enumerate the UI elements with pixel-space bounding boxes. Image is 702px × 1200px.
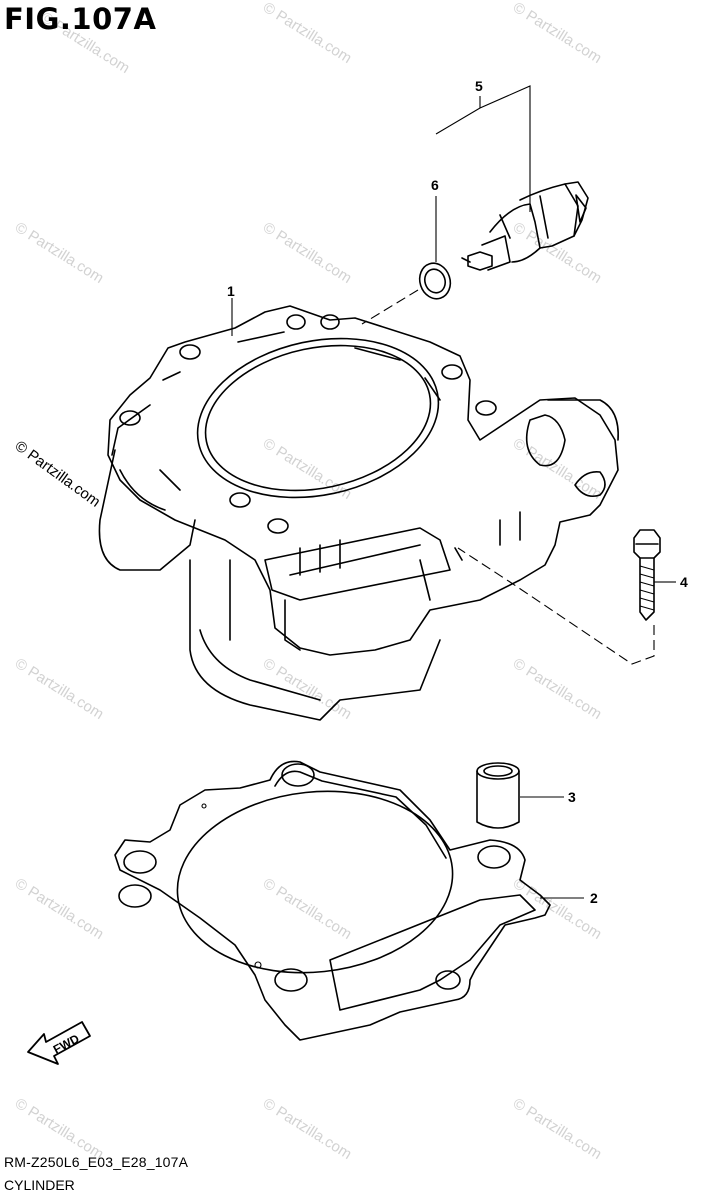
watermark-text: © Partzilla.com xyxy=(260,435,355,503)
callout-1: 1 xyxy=(227,283,235,299)
cylinder-gasket-part xyxy=(114,760,551,1041)
callout-2: 2 xyxy=(590,890,598,906)
cylinder-part xyxy=(98,305,619,721)
watermark-text: © Partzilla.com xyxy=(260,219,355,287)
section-name: CYLINDER xyxy=(4,1177,75,1193)
bolt-part xyxy=(633,529,661,621)
watermark-text: © Partzilla.com xyxy=(12,1095,107,1163)
watermark-text: © Partzilla.com xyxy=(260,1095,355,1163)
callout-group: 1 2 3 4 5 6 xyxy=(227,78,688,906)
callout-3: 3 xyxy=(568,789,576,805)
watermark-text: © Partzilla.com xyxy=(12,655,107,723)
dowel-pin-part xyxy=(476,762,520,829)
callout-4: 4 xyxy=(680,574,688,590)
figure-title: FIG.107A xyxy=(4,2,157,36)
watermark-text: © Partzilla.com xyxy=(260,0,355,67)
callout-6: 6 xyxy=(431,177,439,193)
model-code: RM-Z250L6_E03_E28_107A xyxy=(4,1154,189,1170)
watermark-text: © Partzilla.com xyxy=(12,875,107,943)
watermark-text: © Partzilla.com xyxy=(510,1095,605,1163)
watermark-text: © Partzilla.com xyxy=(12,219,107,287)
forward-arrow-icon: FWD xyxy=(27,1021,91,1065)
callout-5: 5 xyxy=(475,78,483,94)
temperature-sensor-part xyxy=(461,181,589,271)
watermark-text: © Partzilla.com xyxy=(260,655,355,723)
watermark-text: © Partzilla.com xyxy=(510,435,605,503)
watermark-text: © Partzilla.com xyxy=(510,0,605,67)
watermark-text: © Partzilla.com xyxy=(510,219,605,287)
watermark-text: © Partzilla.com xyxy=(260,875,355,943)
watermark-text: © Partzilla.com xyxy=(510,655,605,723)
watermark-text-dark: © Partzilla.com xyxy=(12,437,104,510)
leader-lines xyxy=(231,85,676,899)
washer-part xyxy=(418,262,452,300)
watermark-text: © Partzilla.com xyxy=(510,875,605,943)
